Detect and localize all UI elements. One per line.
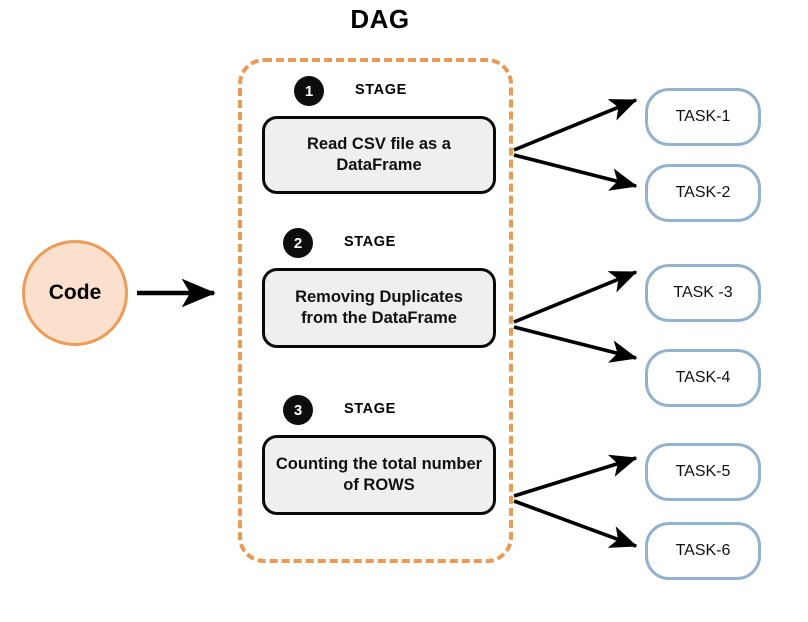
stage-label-3: STAGE	[344, 401, 396, 417]
code-node: Code	[22, 240, 128, 346]
stage-group-2: 2 STAGE Removing Duplicates from the Dat…	[262, 228, 496, 348]
arrow-stage2-to-task4	[513, 325, 638, 363]
stage-number-badge-3: 3	[283, 395, 313, 425]
task-node-6: TASK-6	[645, 522, 761, 580]
stage-header-3: 3 STAGE	[262, 395, 496, 429]
task-node-5: TASK-5	[645, 443, 761, 501]
stage-label-1: STAGE	[355, 82, 407, 98]
arrow-stage1-to-task2	[513, 153, 638, 191]
page-title: DAG	[350, 4, 410, 34]
stage-header-1: 1 STAGE	[262, 76, 496, 110]
stage-header-2: 2 STAGE	[262, 228, 496, 262]
stage-task-box-1: Read CSV file as a DataFrame	[262, 116, 496, 194]
task-node-4: TASK-4	[645, 349, 761, 407]
arrow-stage3-to-task5	[513, 454, 638, 498]
stage-task-box-3: Counting the total number of ROWS	[262, 435, 496, 515]
dag-boundary	[238, 58, 513, 563]
stage-group-1: 1 STAGE Read CSV file as a DataFrame	[262, 76, 496, 194]
task-node-2: TASK-2	[645, 164, 761, 222]
arrow-stage2-to-task3	[513, 270, 638, 324]
stage-label-2: STAGE	[344, 234, 396, 250]
task-node-3: TASK -3	[645, 264, 761, 322]
arrow-stage1-to-task1	[513, 98, 638, 152]
code-node-label: Code	[48, 281, 102, 304]
task-node-1: TASK-1	[645, 88, 761, 146]
stage-task-box-2: Removing Duplicates from the DataFrame	[262, 268, 496, 348]
arrow-stage3-to-task6	[513, 499, 638, 548]
stage-number-badge-2: 2	[283, 228, 313, 258]
stage-group-3: 3 STAGE Counting the total number of ROW…	[262, 395, 496, 515]
stage-number-badge-1: 1	[294, 76, 324, 106]
